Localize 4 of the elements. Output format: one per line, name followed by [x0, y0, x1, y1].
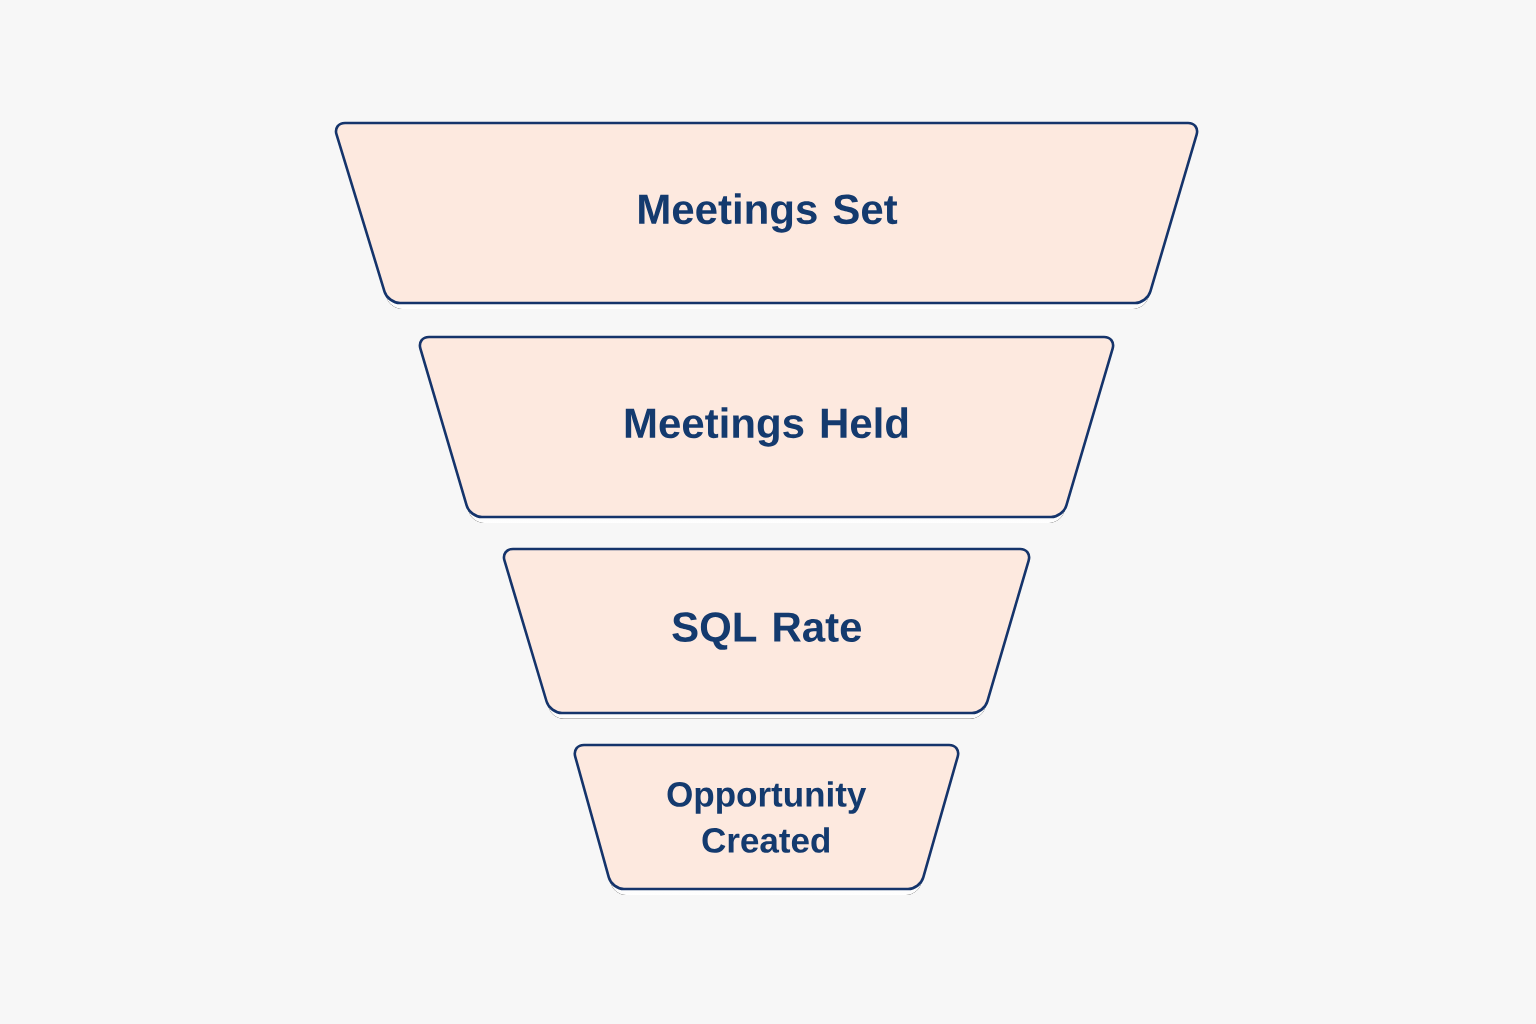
- funnel-stage: SQL Rate: [502, 547, 1031, 719]
- funnel-stage: Meetings Set: [334, 121, 1199, 309]
- funnel-stage: Meetings Held: [418, 335, 1115, 523]
- funnel-stage: Opportunity Created: [573, 743, 960, 895]
